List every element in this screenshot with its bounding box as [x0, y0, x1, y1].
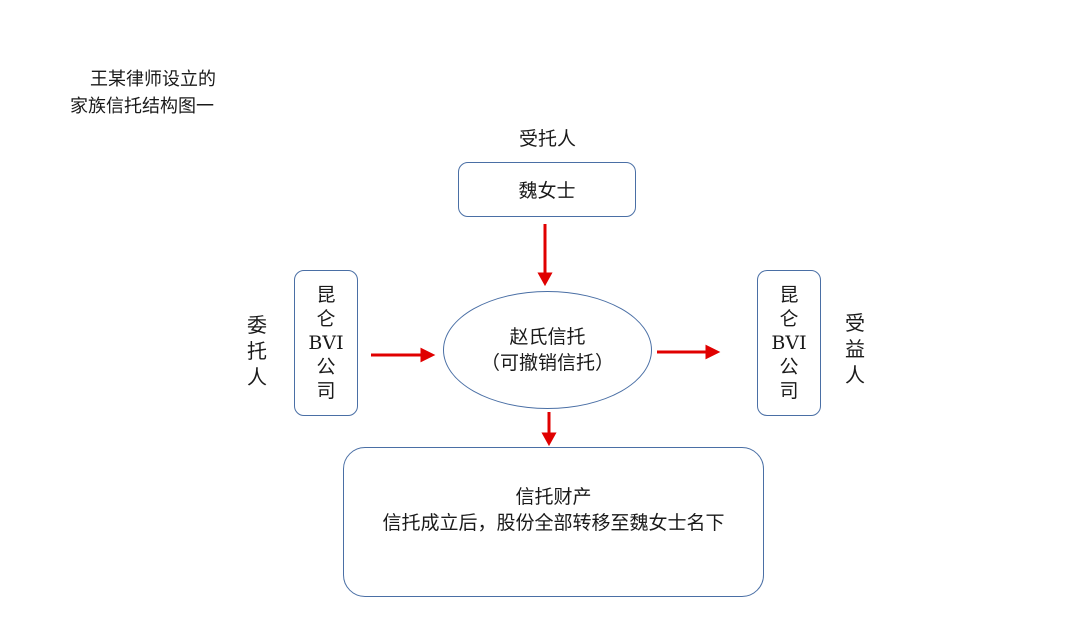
- settlor-name-3: BVI: [308, 332, 344, 354]
- settlor-role-label: 委 托 人: [247, 313, 267, 389]
- arrow-trustee-to-trust-head: [537, 272, 553, 287]
- settlor-name-1: 昆: [316, 284, 336, 306]
- beneficiary-name-3: BVI: [771, 332, 807, 354]
- arrow-trust-to-assets-head: [541, 432, 557, 447]
- settlor-box: 昆 仑 BVI 公 司: [294, 270, 358, 416]
- beneficiary-name-2: 仑: [779, 308, 799, 330]
- trust-type: （可撤销信托）: [480, 352, 614, 374]
- assets-title: 信托财产: [515, 486, 592, 508]
- beneficiary-box: 昆 仑 BVI 公 司: [757, 270, 821, 416]
- title-line-1: 王某律师设立的: [90, 69, 216, 90]
- trustee-name: 魏女士: [518, 180, 576, 202]
- beneficiary-name-5: 司: [779, 380, 799, 402]
- trustee-role-label: 受托人: [519, 128, 577, 150]
- trust-assets-box: 信托财产 信托成立后，股份全部转移至魏女士名下: [343, 447, 764, 597]
- arrow-trust-to-beneficiary-head: [705, 344, 721, 360]
- assets-description: 信托成立后，股份全部转移至魏女士名下: [382, 512, 725, 534]
- beneficiary-name-4: 公: [779, 356, 799, 378]
- beneficiary-role-label: 受 益 人: [845, 311, 865, 387]
- trust-name: 赵氏信托: [509, 326, 586, 348]
- arrow-settlor-to-trust-head: [420, 347, 436, 363]
- settlor-name-4: 公: [316, 356, 336, 378]
- settlor-name-5: 司: [316, 380, 336, 402]
- settlor-name-2: 仑: [316, 308, 336, 330]
- title-line-2: 家族信托结构图一: [70, 96, 214, 117]
- trustee-box: 魏女士: [458, 162, 636, 217]
- diagram-title: 王某律师设立的 家族信托结构图一: [70, 66, 216, 120]
- beneficiary-name-1: 昆: [779, 284, 799, 306]
- trust-ellipse: 赵氏信托 （可撤销信托）: [443, 291, 652, 409]
